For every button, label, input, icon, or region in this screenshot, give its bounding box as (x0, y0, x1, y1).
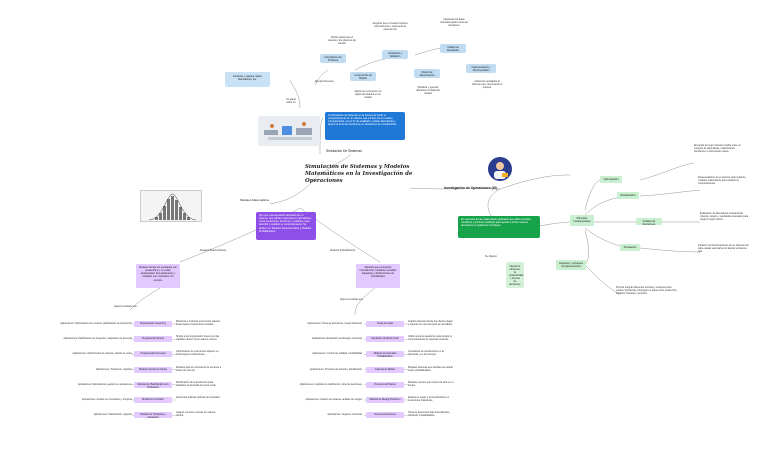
prob-model-name: Modelos de Inventario Probabilísticos (366, 351, 404, 358)
prob-model-note: Utiliza números aleatorios para simular … (408, 335, 452, 342)
io-su-objetivo: Su objetivo (485, 255, 497, 258)
det-application: Aplicaciones: Optimización de carteras, … (72, 352, 132, 356)
det-model-note: Planificación de la producción para sati… (176, 380, 217, 387)
det-application: Aplicaciones: Transporte, logística (95, 367, 132, 371)
prob-model-name: Modelos de Riesgo Financiero (366, 397, 404, 403)
io-definition: Es una rama de las matemáticas aplicadas… (458, 216, 540, 238)
det-model-note: Maximiza o minimiza una función objetivo… (176, 320, 221, 326)
det-model-name: Modelos de Planificación de la Producció… (134, 381, 172, 388)
io-note-extra: Permite integrar diferentes técnicas y e… (616, 286, 678, 295)
prob-model-note: Toma de decisiones bajo incertidumbre ut… (408, 411, 450, 418)
io-label: Investigación de Operaciones (IO) (444, 186, 498, 190)
prob-model-note: Modelan eventos que ocurren al azar en e… (408, 380, 454, 387)
flow-step-3: Verificación y Validación (382, 50, 408, 59)
det-model-name: Modelos de Transporte y Asignación (134, 412, 172, 419)
prob-model-name: Cadenas de Markov (366, 366, 404, 373)
flow-step-2: Construcción del Modelo (350, 72, 376, 81)
flow-note-6: Aplicar los resultados al sistema real y… (471, 80, 503, 89)
det-application: Aplicaciones: Manufactura, gestión de op… (77, 382, 132, 386)
det-model-name: Programación Entera (134, 336, 172, 343)
flow-step-1: Formulación del Problema (320, 54, 346, 63)
flow-step-6: Implementación y Documentación (466, 64, 496, 73)
det-application: Aplicaciones: Planificación, logística (93, 413, 132, 417)
prob-model-name: Procesos de Poisson (366, 381, 404, 388)
io-note-3: Evaluación de alternativas considerando … (700, 212, 749, 221)
prob-model-note: Modelan sistemas que cambian de estado s… (408, 365, 453, 372)
modelos-det-label: Modelos Determinísticos (200, 249, 227, 252)
prob-application: Aplicaciones: Toma de decisiones, riesgo… (307, 322, 362, 325)
flow-step-5: Análisis de Resultados (440, 44, 466, 53)
flow-note-4: Planificar y ejecutar diferentes corrida… (416, 86, 440, 95)
simulacion-su-papel: Su papel sobre su (286, 98, 296, 104)
prob-description: Modelos que incorporan incertidumbre med… (356, 264, 400, 288)
flow-note-1: Definir claramente el sistema y los obje… (328, 36, 356, 45)
prob-application: Aplicaciones: Seguros, Finanzas (327, 413, 362, 417)
researcher-avatar (487, 156, 513, 182)
prob-algunos: Algunos modelos son: (340, 298, 364, 301)
normal-distribution-image (140, 190, 202, 222)
det-model-note: Optimización de una función objetivo no … (176, 350, 219, 357)
prob-application: Aplicaciones: Gestión de carteras, análi… (305, 398, 362, 401)
det-application: Aplicaciones: Gestión de inventarios y c… (81, 398, 132, 401)
prob-application: Aplicaciones: Procesos de decisión, plan… (310, 367, 362, 371)
central-title: Simulación de Sistemas y Modelos Matemát… (305, 164, 413, 185)
simulacion-definition: La Simulación de Sistemas es la técnica … (325, 112, 405, 140)
det-application: Aplicaciones: Optimización de recursos, … (60, 322, 132, 325)
io-note-2: Representación de un sistema real median… (698, 176, 746, 185)
prob-model-name: Teoría de Colas (366, 321, 404, 327)
io-branch-modelizacion: Modelización (617, 192, 639, 199)
io-branch-simulacion: Simulación (620, 244, 640, 251)
io-note-4: Imitación del funcionamiento de un siste… (698, 244, 749, 253)
flow-note-2: Aplicar los conceptos y la lógica del si… (354, 90, 382, 99)
prob-application: Aplicaciones: Control de Calidad, Confia… (312, 352, 362, 356)
flow-note-3: Asegurar que el modelo funciona correcta… (372, 22, 408, 31)
det-model-name: Programación No Lineal (134, 351, 172, 358)
prob-application: Aplicaciones: Logística de distribución,… (299, 382, 362, 386)
det-model-name: Programación Lineal (PL) (134, 321, 172, 327)
io-objetivo: Mejorar la eficiencia, la productividad … (506, 262, 524, 288)
det-application: Aplicaciones: Planificación de proyectos… (63, 337, 132, 341)
modelos-definition: Son una representación abstracta de un s… (256, 212, 316, 240)
prob-model-note: Consideran la incertidumbre en la demand… (408, 350, 444, 357)
prob-application: Aplicaciones: Evaluación de Riesgos, Fin… (311, 337, 362, 341)
det-model-note: Determina políticas óptimas de inventari… (176, 396, 221, 399)
modelos-label: Modelos Matemáticos (240, 199, 270, 202)
io-modelos-subjetivos: Aspectos y enfoques complementarios (556, 260, 586, 270)
prob-model-name: Teoría de Decisiones (366, 412, 404, 419)
det-description: Modelos donde los resultados son predeci… (136, 264, 180, 288)
simulacion-label: Simulación De Sistemas (326, 149, 362, 153)
io-branch-optimizacion: Optimización (600, 176, 622, 183)
det-model-name: Modelo de Inventario (134, 397, 172, 403)
det-model-note: Similar a la programación lineal, pero l… (176, 335, 220, 342)
flow-note-5: Interpretar los datos obtenidos para la … (440, 18, 468, 27)
io-principios: Principios Fundamentales (570, 215, 594, 226)
simulacion-ejemplo: Ejemplo Diversos (315, 80, 334, 83)
io-branch-analisis: Análisis de Decisiones (636, 218, 662, 225)
det-model-note: Asignar recursos o tareas de manera ópti… (176, 411, 216, 418)
modelos-prob-label: Modelos Probabilísticos (330, 249, 356, 252)
det-model-note: Modelos para el movimiento de recursos a… (176, 365, 222, 372)
det-algunos: Algunos modelos son: (114, 305, 138, 308)
det-model-name: Modelos de Flujo en Redes (134, 366, 172, 373)
simulacion-industrias: Industrias, Logística, Salud, Manufactur… (225, 72, 270, 87)
flow-step-4: Diseño de Experimentos (414, 69, 440, 78)
prob-model-note: Evalúan el riesgo y la incertidumbre en … (408, 396, 450, 402)
prob-model-name: Simulación de Monte Carlo (366, 336, 404, 343)
illustration-simulation (258, 116, 320, 146)
prob-model-note: Analiza sistemas donde los clientes lleg… (408, 320, 453, 326)
io-note-1: Encontrar la mejor solución posible entr… (694, 144, 741, 153)
